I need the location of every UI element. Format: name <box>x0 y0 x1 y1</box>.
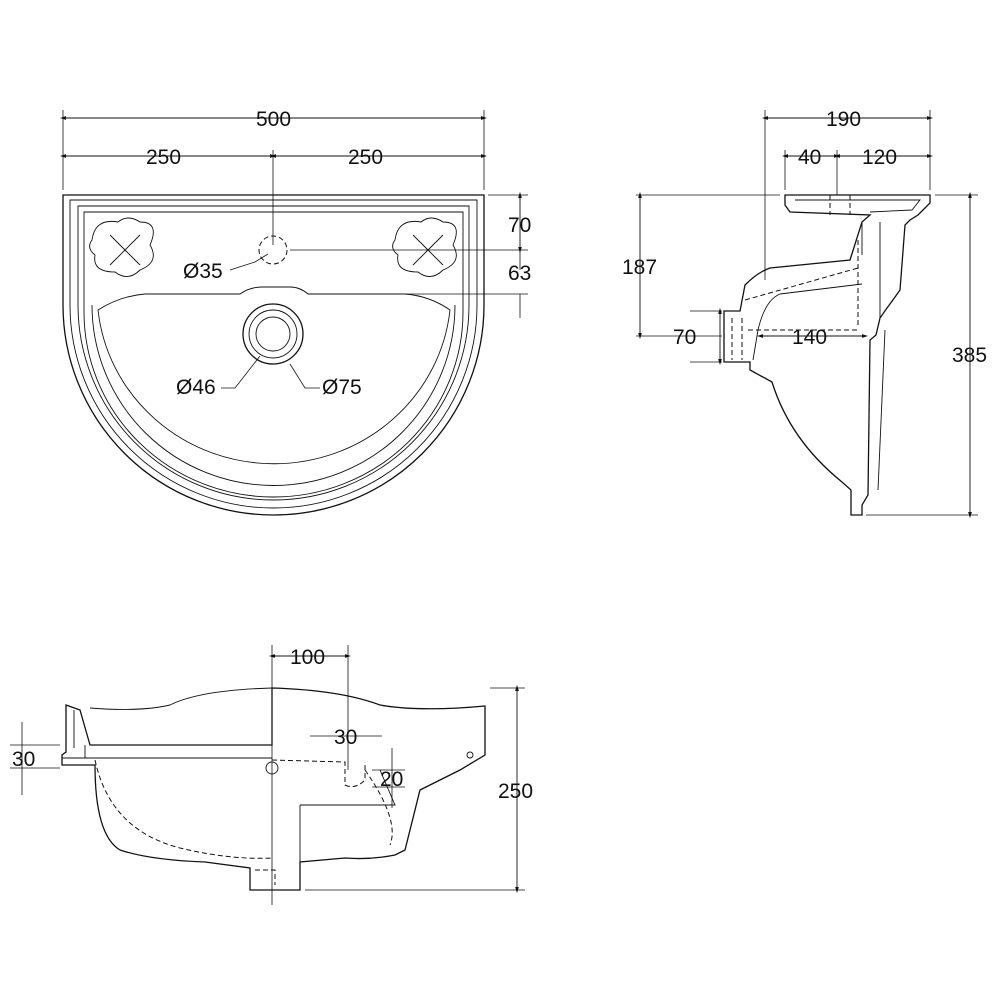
dim-70: 70 <box>508 214 531 237</box>
dim-30-overflow: 30 <box>334 726 357 749</box>
dim-waste-inner: Ø46 <box>176 376 216 399</box>
front-profile <box>61 687 486 891</box>
side-view: 190 40 120 187 385 70 140 <box>622 108 987 519</box>
dim-250-left: 250 <box>146 146 181 169</box>
dim-140: 140 <box>792 326 827 349</box>
dim-120: 120 <box>862 146 897 169</box>
dim-waste-outer: Ø75 <box>322 376 362 399</box>
dim-63: 63 <box>508 262 531 285</box>
dim-40: 40 <box>798 146 821 169</box>
dim-tap-hole: Ø35 <box>183 260 223 283</box>
side-profile <box>723 194 931 516</box>
front-view: 100 30 20 30 250 <box>10 645 533 905</box>
dim-187: 187 <box>622 256 657 279</box>
tap-left <box>89 217 154 277</box>
waste-outer <box>242 303 304 365</box>
dim-250-right: 250 <box>348 146 383 169</box>
dim-20: 20 <box>380 768 403 791</box>
dim-70-waste: 70 <box>673 326 696 349</box>
dim-385: 385 <box>952 344 987 367</box>
dim-250-height: 250 <box>498 780 533 803</box>
dim-100: 100 <box>290 646 325 669</box>
plan-view: 500 250 250 70 63 Ø35 Ø46 Ø75 <box>59 108 531 516</box>
waste-inner <box>255 316 291 352</box>
tap-right <box>392 217 457 277</box>
dim-500: 500 <box>256 108 291 131</box>
dim-30-rim: 30 <box>12 748 35 771</box>
dim-190: 190 <box>826 108 861 131</box>
basin-outline <box>62 194 485 516</box>
